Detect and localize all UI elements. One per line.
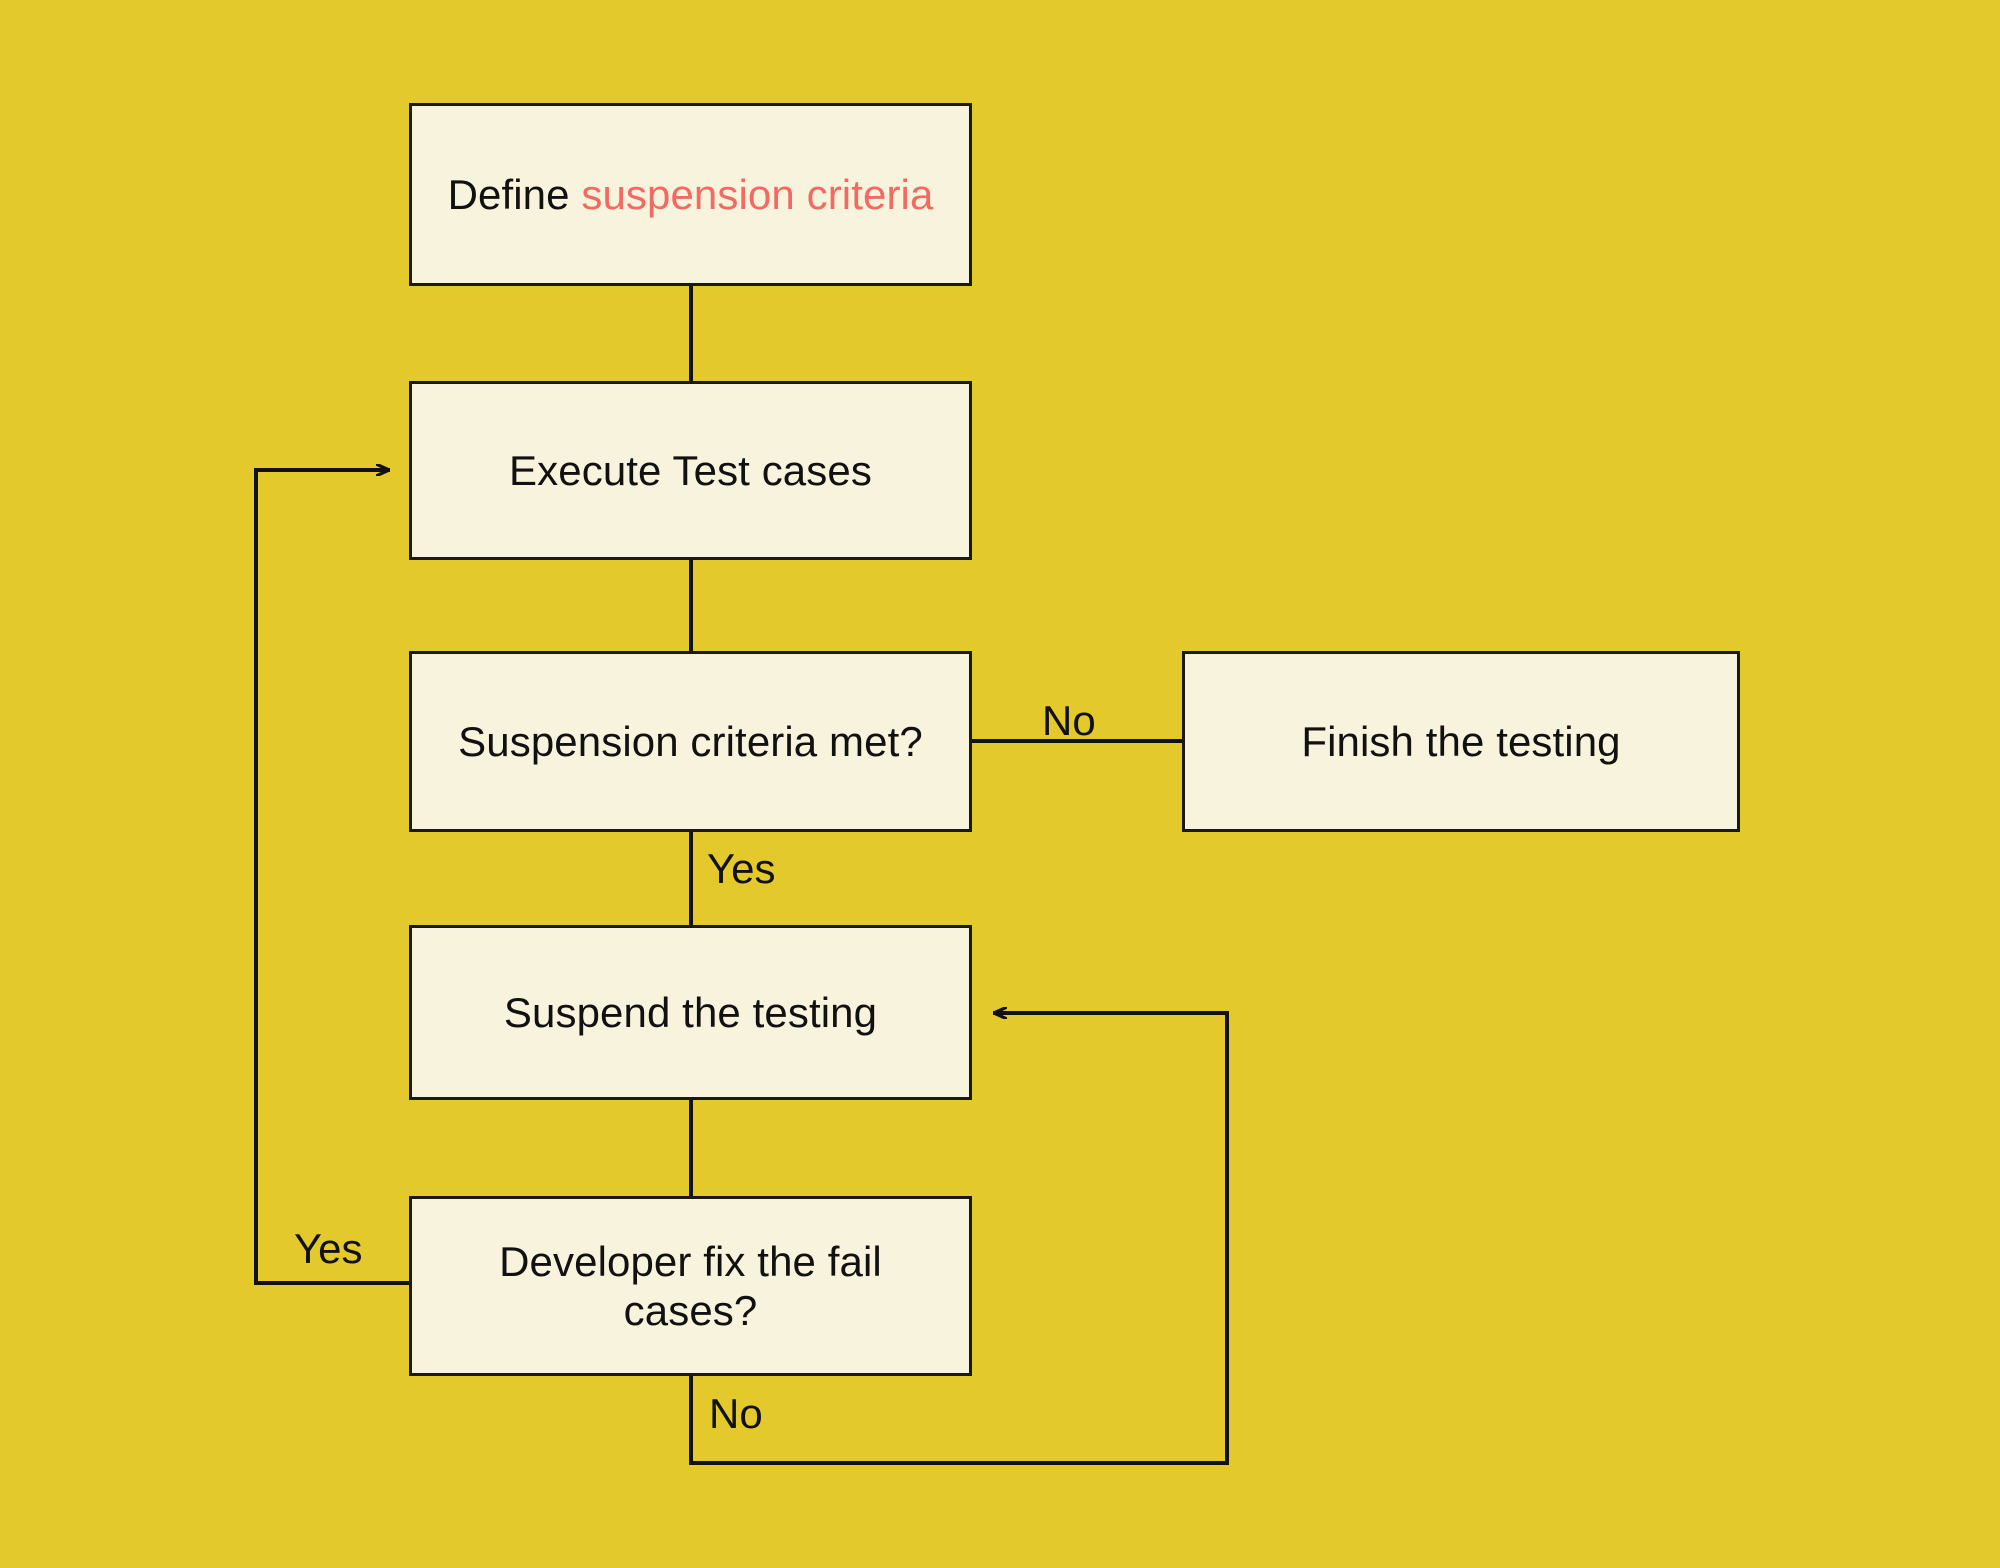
define-accent-text: suspension criteria: [581, 170, 934, 218]
node-suspension-criteria-met-label: Suspension criteria met?: [458, 717, 923, 765]
node-suspend-the-testing[interactable]: Suspend the testing: [409, 925, 972, 1100]
node-execute-test-cases[interactable]: Execute Test cases: [409, 381, 972, 560]
define-leading-text: Define: [447, 170, 582, 218]
node-developer-fix-the-fail-cases-label: Developer fix the fail cases?: [499, 1237, 882, 1334]
node-define-suspension-criteria-label: Define suspension criteria: [448, 170, 934, 219]
node-suspension-criteria-met[interactable]: Suspension criteria met?: [409, 651, 972, 832]
edge-label-criteria-yes: Yes: [707, 845, 776, 892]
edge-developer-no-loop: [689, 1013, 1229, 1465]
edge-label-developer-yes: Yes: [294, 1225, 363, 1272]
edge-label-developer-no: No: [709, 1390, 763, 1437]
node-define-suspension-criteria[interactable]: Define suspension criteria: [409, 103, 972, 286]
edge-developer-yes-loop: [254, 470, 411, 1285]
node-suspend-the-testing-label: Suspend the testing: [503, 988, 878, 1036]
node-finish-the-testing[interactable]: Finish the testing: [1182, 651, 1740, 832]
edge-label-criteria-no: No: [1042, 697, 1096, 744]
node-developer-fix-the-fail-cases[interactable]: Developer fix the fail cases?: [409, 1196, 972, 1376]
node-execute-test-cases-label: Execute Test cases: [509, 446, 872, 494]
node-finish-the-testing-label: Finish the testing: [1301, 717, 1621, 765]
